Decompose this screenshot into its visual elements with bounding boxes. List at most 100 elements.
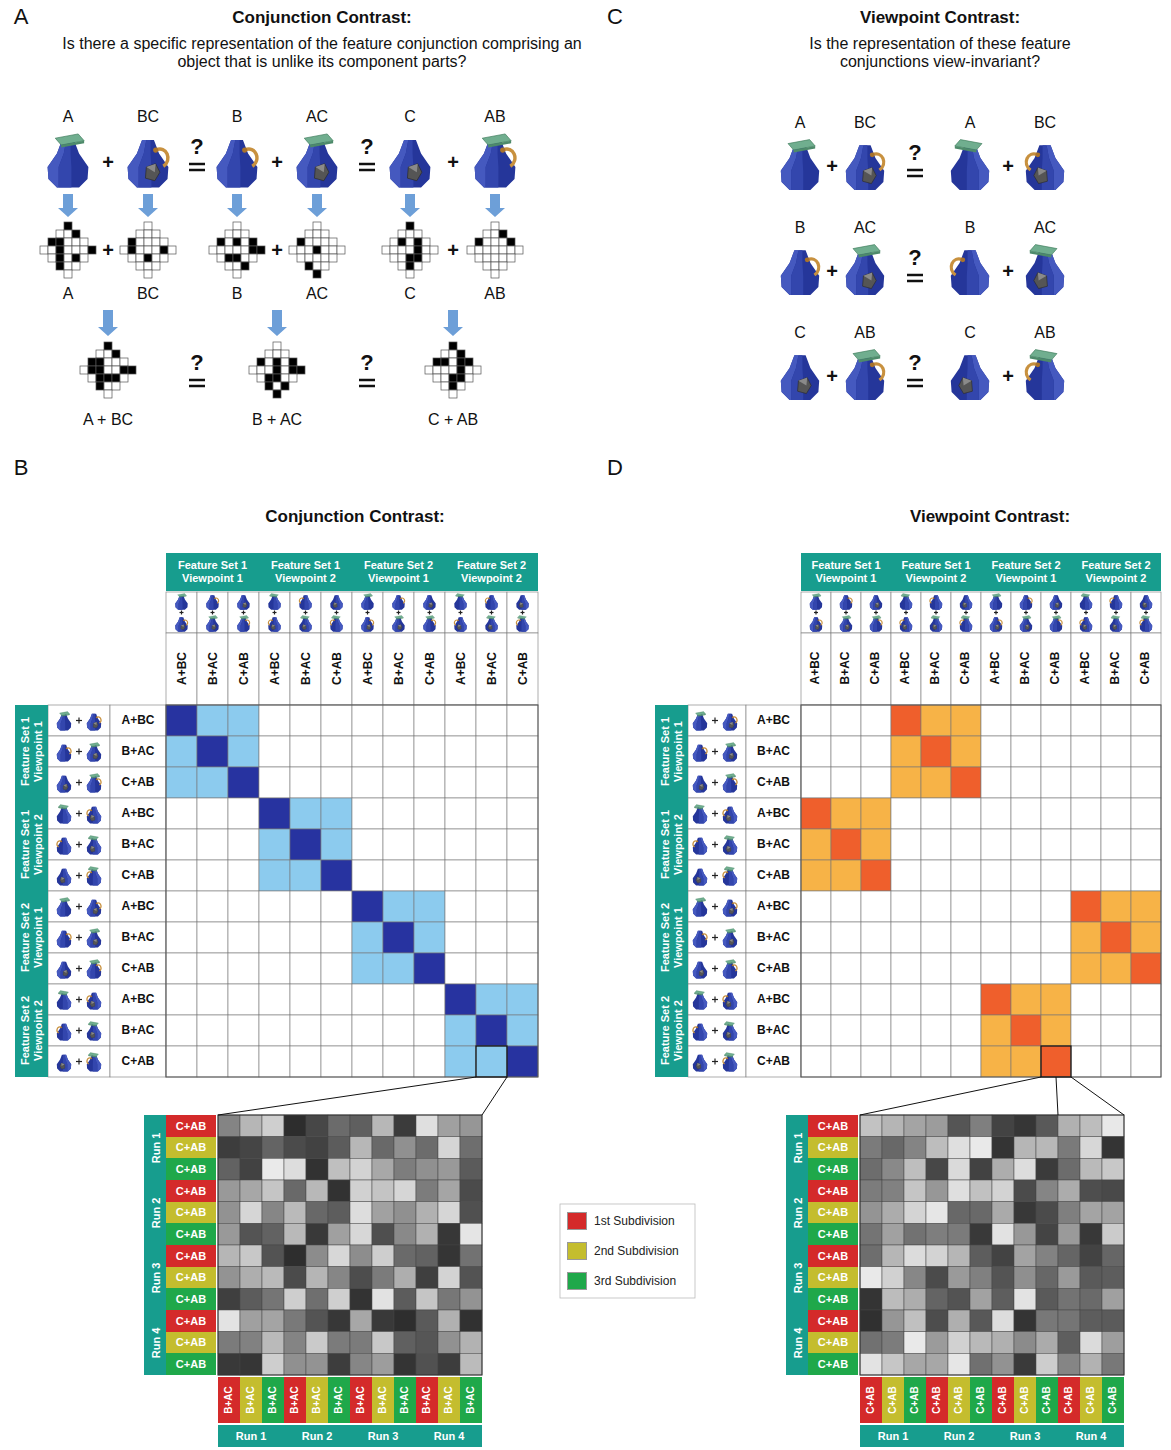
handle-feature [1058,620,1060,622]
voxel-pattern [120,358,128,366]
voxel-pattern [483,238,491,246]
icon-cell [688,1046,746,1077]
voxel-pattern [249,366,257,374]
voxel-pattern [233,230,241,238]
zoom-cell [1036,1310,1058,1332]
voxel-pattern [313,270,321,278]
rock-feature [727,846,730,849]
voxel-pattern [144,222,152,230]
rock-feature [726,815,731,821]
zoom-cell [948,1115,970,1137]
zoom-cell [992,1310,1014,1332]
matrix-cell [290,1015,321,1046]
label-cell [746,922,801,953]
zoom-cell [1102,1267,1124,1289]
matrix-cell [507,860,538,891]
plus-mark [714,780,715,786]
zoom-cell [372,1223,394,1245]
rock-feature [519,603,523,608]
rock-feature [314,164,328,181]
zoom-cell [882,1245,904,1267]
zoom-cell [416,1288,438,1310]
icon-cell [445,592,476,633]
matrix-cell [1011,1046,1041,1077]
object-facet [210,617,214,632]
matrix-cell [801,984,831,1015]
matrix-cell [507,953,538,984]
zoom-cell [372,1245,394,1267]
object-facet [843,617,847,632]
voxel-pattern [120,366,128,374]
hat-feature [88,1055,96,1057]
object-facet [93,993,98,1010]
voxel-pattern [241,230,249,238]
object-body [57,776,71,793]
object-figure [485,615,497,631]
zoom-cell [262,1115,284,1137]
icon-cell [688,829,746,860]
object-body [299,595,311,610]
row-label-text: B+AC [110,829,166,860]
object-body [237,617,249,632]
object-facet [396,617,400,632]
object-figure [57,869,71,886]
plus-mark [714,749,715,755]
object-figure [1110,595,1122,610]
icon-cell [383,592,414,633]
object-figure [87,1053,101,1072]
zoom-cell [1014,1288,1036,1310]
object-facet [93,838,98,855]
handle-feature [998,620,1002,625]
zoom-cell [460,1245,482,1267]
object-body [485,617,497,632]
rock-feature [729,939,734,945]
zoom-cell [1058,1353,1080,1375]
zoom-cell [1102,1115,1124,1137]
voxel-pattern [491,270,499,278]
zoom-cell [1080,1332,1102,1354]
hat-feature [364,593,373,596]
handle-feature [696,1026,698,1028]
plus-mark [714,811,715,817]
zoom-cell [1014,1332,1036,1354]
object-label: C [385,106,435,128]
zoom-cell [262,1288,284,1310]
hat-feature [961,618,968,620]
object-label: AC [292,106,342,128]
handle-feature [903,620,905,622]
matrix-cell [891,922,921,953]
row-label-text: C+AB [110,1046,166,1077]
voxel-pattern [465,366,473,374]
plus-sign-text: + [441,150,465,174]
matrix-cell [383,798,414,829]
handle-feature [66,747,68,749]
plus-mark [305,611,306,615]
object-body [48,140,89,188]
label-cell [981,633,1011,705]
rock-feature [488,625,492,630]
rock-feature [315,164,324,173]
voxel-pattern [491,246,499,254]
object-body [57,1024,71,1041]
object-figure [990,593,1002,609]
zoom-cell [904,1353,926,1375]
rock-feature [90,815,95,821]
zoom-cell [882,1288,904,1310]
zoom-cell [926,1245,948,1267]
object-body [693,776,707,793]
rock-feature [145,164,159,181]
object-facet [697,714,702,731]
zoom-cell [284,1202,306,1224]
matrix-cell [1011,860,1041,891]
voxel-pattern [433,374,441,382]
pattern-label-text: AC [292,283,342,305]
object-facet [699,993,704,1010]
zoom-cell [262,1332,284,1354]
matrix-cell [414,1015,445,1046]
zoom-cell [262,1158,284,1180]
object-facet [727,900,732,917]
object-figure [960,595,972,610]
voxel-pattern [483,262,491,270]
matrix-cell [951,891,981,922]
zoom-cell [1058,1158,1080,1180]
